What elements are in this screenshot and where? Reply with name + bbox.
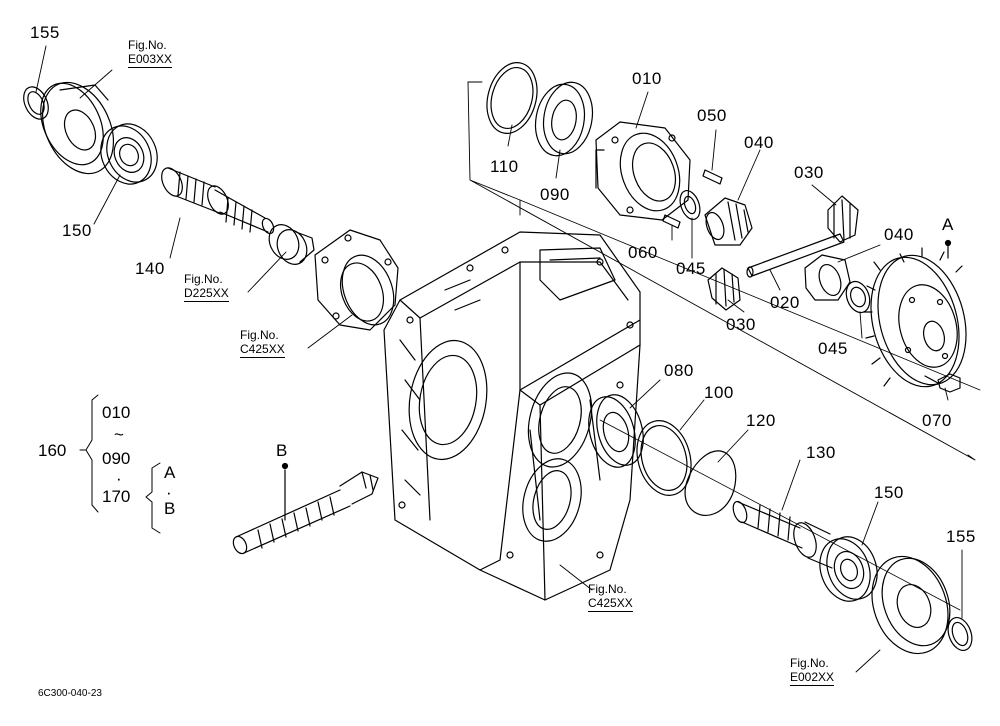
leader-lines: [35, 45, 963, 673]
group-total-160: 160: [38, 441, 67, 460]
fig-ref-c425-bottom-prefix: Fig.No.: [588, 582, 627, 596]
part-label-130: 130: [806, 443, 836, 462]
pin-060: [662, 214, 681, 229]
part-label-150-left: 150: [62, 221, 92, 240]
assembly-frame: [467, 81, 976, 461]
part-label-155-left: 155: [30, 23, 60, 42]
part-label-060: 060: [628, 243, 658, 262]
part-label-040-top: 040: [744, 133, 774, 152]
shaft-b: [232, 462, 379, 555]
part-label-045-top: 045: [676, 259, 706, 278]
ring-gear-a: [863, 239, 967, 388]
group-extra-170: 170: [102, 487, 131, 506]
shaft-020: [746, 233, 845, 278]
fig-ref-c425-bottom: Fig.No. C425XX: [588, 582, 633, 612]
group-dot: ·: [116, 469, 122, 488]
snap-ring-120: [684, 450, 737, 516]
fig-ref-e002: Fig.No. E002XX: [790, 656, 835, 686]
ring-100: [636, 420, 692, 496]
part-label-050: 050: [697, 106, 727, 125]
part-label-155-right: 155: [946, 527, 976, 546]
housing-cover-c425-top: [314, 229, 399, 331]
group-range-end: 090: [102, 449, 131, 468]
shaft-130: [732, 500, 833, 569]
bearing-150-left: [100, 123, 158, 185]
marker-b: B: [276, 441, 288, 460]
washer-045-right: [845, 280, 871, 314]
pin-050: [702, 169, 723, 185]
fig-ref-e003: Fig.No. E003XX: [128, 38, 173, 68]
diagram-code: 6C300-040-23: [38, 688, 102, 699]
part-label-010: 010: [632, 69, 662, 88]
group-marker-b: B: [164, 499, 176, 518]
part-label-150-right: 150: [874, 483, 904, 502]
group-marker-dot: ·: [166, 483, 172, 502]
group-range-start: 010: [102, 403, 131, 422]
fig-ref-c425-top: Fig.No. C425XX: [240, 328, 285, 358]
fig-ref-c425-bottom-code: C425XX: [588, 596, 633, 612]
part-label-140: 140: [135, 259, 165, 278]
bevel-gear-030-top: [827, 195, 859, 243]
marker-a: A: [942, 215, 954, 234]
cover-plate-e002: [871, 555, 951, 655]
fig-ref-d225: Fig.No. D225XX: [184, 272, 229, 302]
bevel-gear-040-top: [704, 197, 753, 246]
part-label-030-top: 030: [794, 163, 824, 182]
fig-ref-c425-top-prefix: Fig.No.: [240, 328, 279, 342]
fig-ref-e003-code: E003XX: [128, 52, 173, 68]
group-marker-a: A: [164, 463, 176, 482]
differential-case-010: [595, 121, 691, 221]
shim-110: [486, 62, 538, 134]
shaft-140: [161, 167, 275, 235]
group-range-tilde: ~: [114, 425, 124, 444]
part-label-070: 070: [922, 411, 952, 430]
cover-plate-e003: [40, 81, 114, 175]
part-label-080: 080: [664, 361, 694, 380]
axis-line-upper: [519, 199, 981, 391]
group-bracket-160: [79, 394, 161, 534]
part-label-030-bottom: 030: [726, 315, 756, 334]
fig-ref-d225-prefix: Fig.No.: [184, 272, 223, 286]
fig-ref-c425-top-code: C425XX: [240, 342, 285, 358]
fig-ref-e002-prefix: Fig.No.: [790, 656, 829, 670]
part-label-020: 020: [770, 293, 800, 312]
part-label-040-right: 040: [884, 225, 914, 244]
part-label-110: 110: [490, 157, 519, 176]
fig-ref-e002-code: E002XX: [790, 670, 835, 686]
bearing-080: [588, 394, 644, 468]
transmission-case: [383, 231, 641, 601]
fig-ref-d225-code: D225XX: [184, 286, 229, 302]
fig-ref-e003-prefix: Fig.No.: [128, 38, 167, 52]
bearing-090: [534, 81, 594, 157]
coupling-d225: [268, 224, 315, 265]
snap-ring-155-right: [947, 616, 973, 652]
bolt-070: [924, 373, 961, 393]
part-label-090: 090: [540, 185, 570, 204]
part-label-120: 120: [746, 411, 776, 430]
bevel-gear-040-right: [804, 254, 851, 301]
bearing-150-right: [819, 536, 878, 602]
part-label-045-right: 045: [818, 339, 848, 358]
washer-045-top: [679, 189, 701, 221]
part-label-100: 100: [704, 383, 734, 402]
